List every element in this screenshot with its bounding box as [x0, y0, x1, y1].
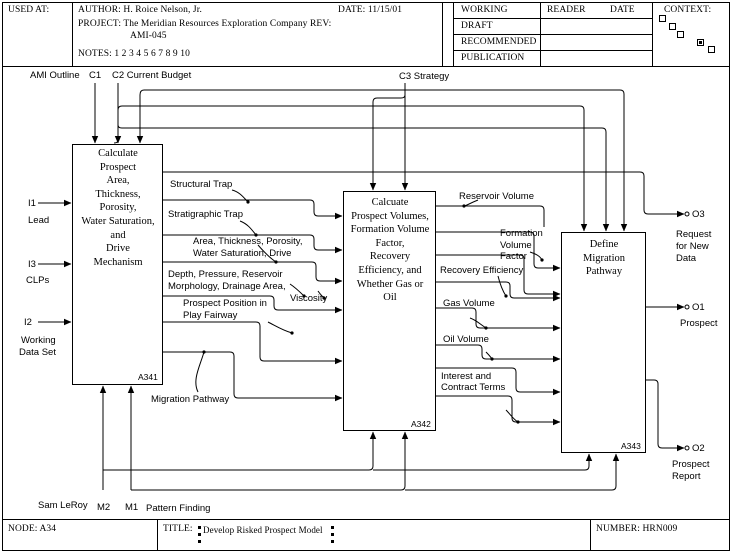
control-c1: C1	[89, 70, 102, 81]
label-fvf-3: Factor	[500, 251, 527, 262]
mechanism-m1: M1	[125, 502, 139, 513]
label-migration-pathway: Migration Pathway	[151, 394, 230, 405]
notes: NOTES: 1 2 3 4 5 6 7 8 9 10	[78, 49, 190, 59]
input-i2-name-1: Working	[21, 335, 56, 346]
label-depth-2: Morphology, Drainage Area,	[168, 281, 286, 292]
label-fvf-1: Formation	[500, 228, 543, 239]
control-c2: C2 Current Budget	[112, 70, 192, 81]
status-recommended: RECOMMENDED	[461, 37, 537, 47]
input-i2-name-2: Data Set	[19, 347, 56, 358]
input-i3-name: CLPs	[26, 275, 50, 286]
output-o3-name-3: Data	[676, 253, 697, 264]
mechanism-m2: M2	[97, 502, 111, 513]
output-o1: O1	[692, 302, 705, 313]
output-o3-name-2: for New	[676, 241, 709, 252]
reader-label: READER	[547, 5, 586, 15]
box-a343	[561, 232, 646, 453]
project: PROJECT: The Meridian Resources Explorat…	[78, 19, 332, 29]
author: AUTHOR: H. Roice Nelson, Jr.	[78, 5, 202, 15]
status-draft: DRAFT	[461, 21, 493, 31]
status-working: WORKING	[461, 5, 508, 15]
label-reservoir-volume: Reservoir Volume	[459, 191, 534, 202]
control-ami-outline: AMI Outline	[30, 70, 80, 81]
output-o2-name-2: Report	[672, 471, 701, 482]
box-a343-title: Define Migration Pathway	[583, 239, 625, 278]
label-viscosity: Viscosity	[290, 293, 328, 304]
label-area-1: Area, Thickness, Porosity,	[193, 236, 303, 247]
label-stratigraphic-trap: Stratigraphic Trap	[168, 209, 243, 220]
project-code: AMI-045	[130, 31, 167, 41]
footer-number: NUMBER: HRN009	[596, 524, 678, 534]
date: DATE: 11/15/01	[338, 5, 403, 15]
label-fvf-2: Volume	[500, 240, 532, 251]
input-i2: I2	[24, 317, 32, 328]
control-c3: C3 Strategy	[399, 71, 450, 82]
mechanism-sam-leroy: Sam LeRoy	[38, 500, 88, 511]
input-i3: I3	[28, 259, 36, 270]
label-recovery-efficiency: Recovery Efficiency	[440, 265, 524, 276]
context-label: CONTEXT:	[664, 5, 712, 15]
status-publication: PUBLICATION	[461, 53, 525, 63]
box-a341-title: Calculate Prospect Area, Thickness, Poro…	[81, 148, 155, 268]
label-structural-trap: Structural Trap	[170, 179, 233, 190]
output-o1-name: Prospect	[680, 318, 718, 329]
input-i1-name: Lead	[28, 215, 50, 226]
label-area-2: Water Saturation, Drive	[193, 248, 292, 259]
box-a342	[343, 191, 436, 431]
used-at-label: USED AT:	[8, 5, 50, 15]
label-oil-volume: Oil Volume	[443, 334, 489, 345]
input-i1: I1	[28, 198, 36, 209]
label-gas-volume: Gas Volume	[443, 298, 495, 309]
box-a342-title: Calcuate Prospect Volumes, Formation Vol…	[350, 197, 430, 304]
label-interest-2: Contract Terms	[441, 382, 506, 393]
box-a343-number: A343	[621, 441, 641, 451]
label-depth-1: Depth, Pressure, Reservoir	[168, 269, 283, 280]
footer-title: Develop Risked Prospect Model	[203, 525, 323, 535]
footer-node: NODE: A34	[8, 524, 57, 534]
box-a341-number: A341	[138, 372, 158, 382]
box-a341	[72, 144, 163, 385]
output-o2: O2	[692, 443, 705, 454]
output-o3: O3	[692, 209, 705, 220]
label-interest-1: Interest and	[441, 371, 492, 382]
box-a342-number: A342	[411, 419, 431, 429]
output-o2-name-1: Prospect	[672, 459, 710, 470]
label-position-2: Play Fairway	[183, 310, 238, 321]
label-position-1: Prospect Position in	[183, 298, 267, 309]
output-o3-name-1: Request	[676, 229, 712, 240]
mechanism-pattern-finding: Pattern Finding	[146, 503, 211, 514]
date-label: DATE	[610, 5, 635, 15]
footer-title-label: TITLE:	[163, 524, 193, 534]
